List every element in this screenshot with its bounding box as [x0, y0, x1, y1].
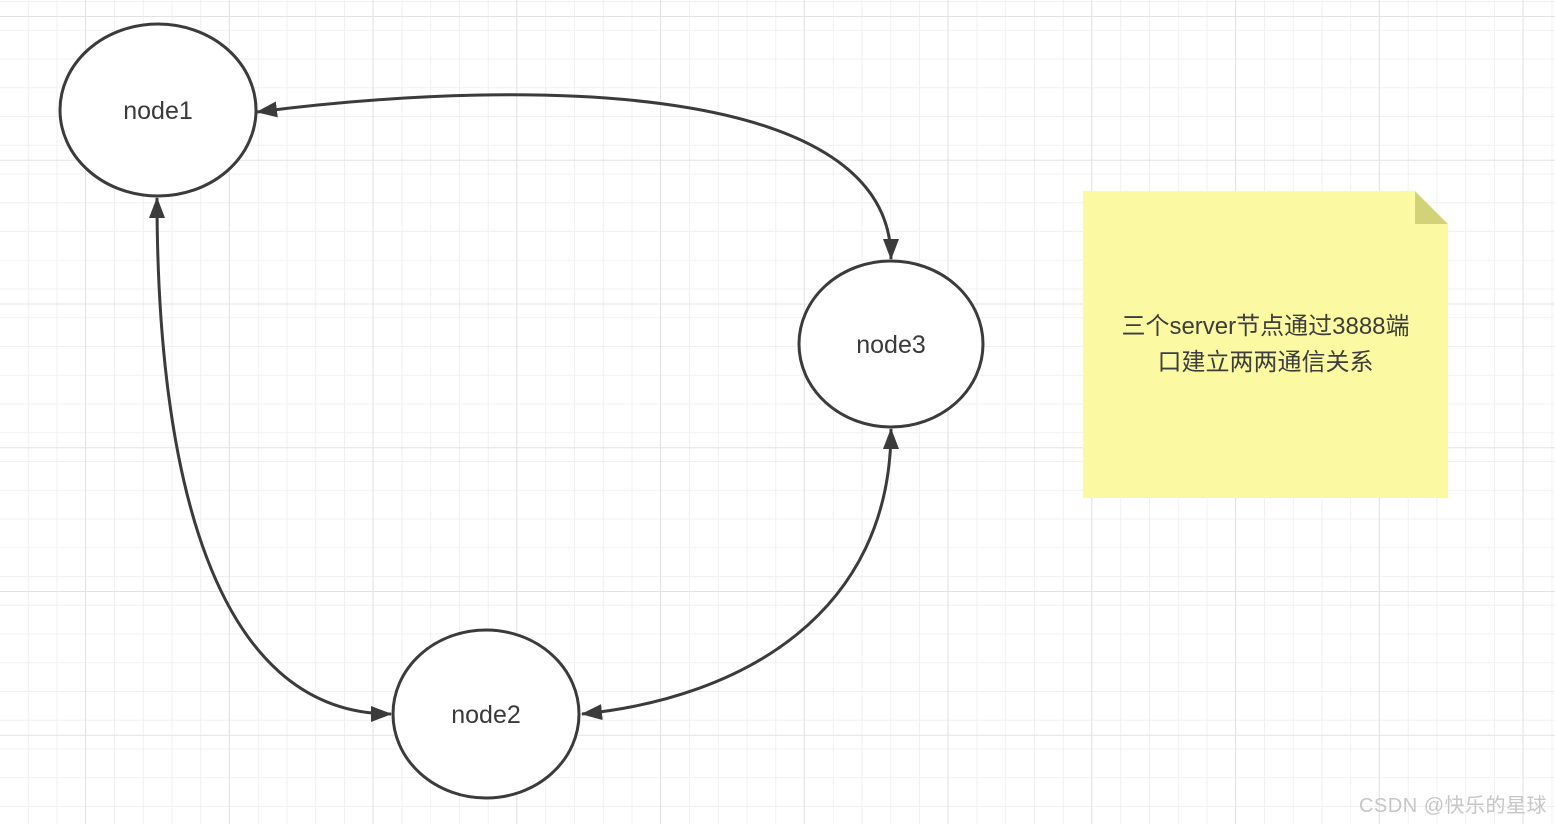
- sticky-note-text: 三个server节点通过3888端 口建立两两通信关系: [1121, 309, 1409, 381]
- node2-label: node2: [451, 701, 521, 729]
- sticky-note[interactable]: 三个server节点通过3888端 口建立两两通信关系: [1083, 191, 1448, 498]
- watermark: CSDN @快乐的星球: [1358, 795, 1547, 817]
- sticky-note-line1: 三个server节点通过3888端: [1121, 312, 1410, 340]
- edge-node2-node3[interactable]: [581, 428, 899, 720]
- node1-label: node1: [123, 97, 193, 125]
- edge-node1-node2[interactable]: [149, 197, 392, 722]
- node1-shape[interactable]: [58, 22, 258, 198]
- edge-node3-node1[interactable]: [256, 93, 899, 260]
- node2-shape[interactable]: [391, 628, 581, 800]
- node3-label: node3: [856, 331, 926, 359]
- node3-shape[interactable]: [797, 259, 985, 429]
- sticky-note-line2: 口建立两两通信关系: [1157, 348, 1374, 376]
